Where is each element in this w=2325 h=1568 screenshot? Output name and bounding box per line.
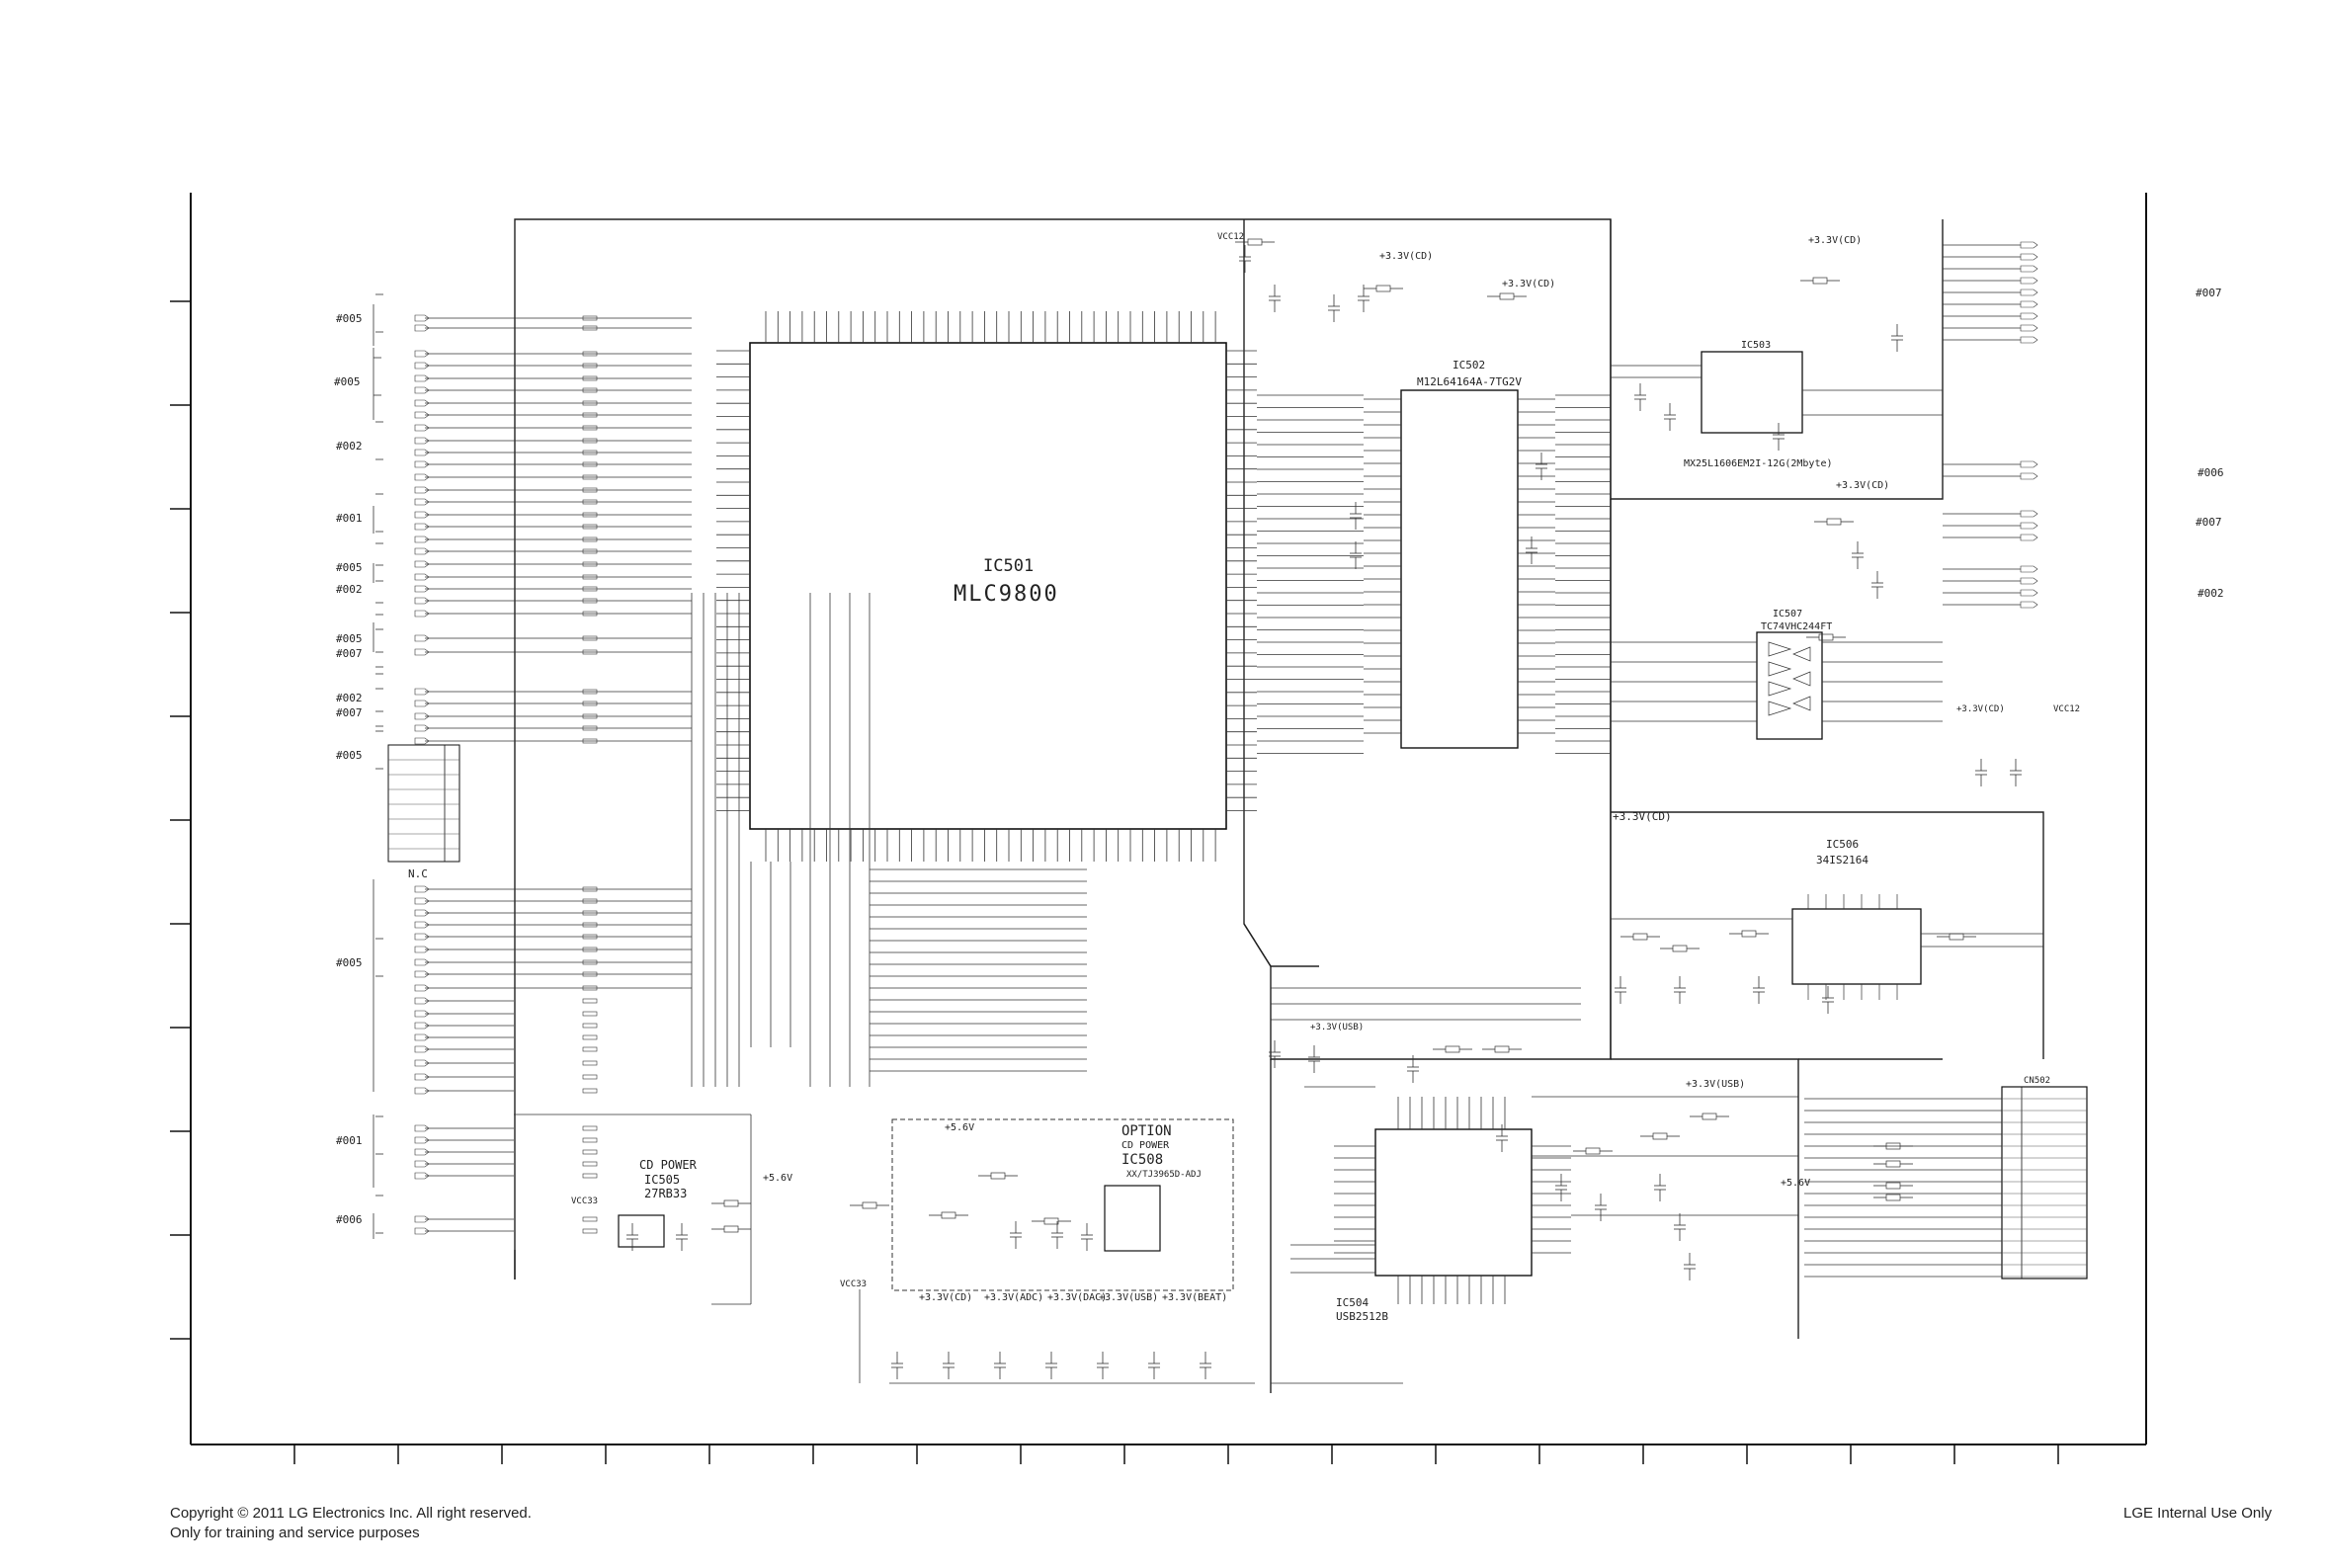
sheet-frame [170, 193, 2147, 1464]
connector-tag-right: #007 [2196, 287, 2222, 299]
ic508-option: OPTION [1121, 1123, 1172, 1139]
left-signal-wires [414, 314, 1087, 1235]
connector-tag-left: #007 [336, 706, 363, 719]
connector-tag-right: #007 [2196, 516, 2222, 529]
rail-33v-cd-6: +3.3V(CD) [1613, 810, 1672, 823]
internal-use-text: LGE Internal Use Only [2123, 1505, 2273, 1522]
ic501-pins [716, 311, 1257, 862]
rail-vcc12-1: VCC12 [1217, 232, 1244, 242]
ic505-title: CD POWER [639, 1158, 698, 1172]
rail-33v-cd-3: +3.3V(CD) [1808, 235, 1862, 246]
ic504-part: USB2512B [1336, 1310, 1388, 1323]
rail-33v-usb-2: +3.3V(USB) [1686, 1079, 1745, 1090]
rail-5v-2: +5.6V [763, 1173, 792, 1184]
ic507-ref: IC507 [1773, 609, 1802, 619]
connector-tag-left: #007 [336, 647, 363, 660]
rail-33v-usb-1: +3.3V(USB) [1310, 1023, 1364, 1032]
ic505-part: 27RB33 [644, 1187, 687, 1200]
rail-33v-dac: +3.3V(DAC) [1047, 1292, 1107, 1303]
connector-tag-left: #005 [336, 312, 363, 325]
connector-tag-left: #005 [336, 956, 363, 969]
ic502-part: M12L64164A-7TG2V [1417, 375, 1522, 388]
rail-vcc33-2: VCC33 [840, 1279, 867, 1289]
ic507-part: TC74VHC244FT [1761, 621, 1832, 632]
connector-tag-left: #001 [336, 1134, 363, 1147]
rail-5v-3: +5.6V [1781, 1178, 1810, 1189]
ic508-part: XX/TJ3965D-ADJ [1126, 1170, 1202, 1180]
ic507-chip: IC507 TC74VHC244FT [1756, 609, 1832, 740]
ic503-ref: IC503 [1741, 340, 1771, 351]
left-connector-tags: #005 #005 #002 #001 #005 #002 #005 #007 #002 #007… [334, 293, 383, 1239]
copyright-text: Copyright © 2011 LG Electronics Inc. All… [170, 1505, 532, 1522]
jtag-header: N.C [387, 744, 460, 880]
rail-33v-cd-1: +3.3V(CD) [1379, 251, 1433, 262]
rail-33v-adc: +3.3V(ADC) [984, 1292, 1043, 1303]
ic503-chip: IC503 MX25L1606EM2I-12G(2Mbyte) [1684, 340, 1833, 469]
ic505-ref: IC505 [644, 1173, 680, 1187]
ic506-part: 34IS2164 [1816, 854, 1868, 867]
connector-tag-left: #001 [336, 512, 363, 525]
connector-tag-left: #006 [336, 1213, 363, 1226]
connector-tag-right: #006 [2198, 466, 2224, 479]
ic504-chip: IC504 USB2512B [1336, 1128, 1533, 1323]
ic501-ref: IC501 [983, 556, 1034, 576]
ic502-ref: IC502 [1453, 359, 1485, 371]
ic508-title: CD POWER [1121, 1140, 1170, 1151]
footer-left: Copyright © 2011 LG Electronics Inc. All… [170, 1504, 532, 1543]
rail-vcc33-1: VCC33 [571, 1197, 598, 1206]
rail-33v-beat: +3.3V(BEAT) [1162, 1292, 1227, 1303]
connector-tag-left: #002 [336, 583, 363, 596]
rail-33v-cd-5: +3.3V(CD) [1956, 704, 2005, 714]
connector-tag-left: #002 [336, 692, 363, 704]
cn502-connector: CN502 [2001, 1076, 2088, 1279]
ic501-chip: IC501 MLC9800 [749, 342, 1227, 830]
cn502-rows [1804, 1098, 2087, 1278]
rail-33v-cd-2: +3.3V(CD) [1502, 279, 1555, 289]
ic503-part: MX25L1606EM2I-12G(2Mbyte) [1684, 458, 1833, 469]
ic502-chip: IC502 M12L64164A-7TG2V [1400, 359, 1522, 749]
connector-tag-left: #005 [336, 561, 363, 574]
ic506-ref: IC506 [1826, 838, 1859, 851]
ic501-part: MLC9800 [954, 582, 1059, 607]
connector-tag-left: #005 [336, 632, 363, 645]
rail-33v-usb-3: +3.3V(USB) [1099, 1292, 1158, 1303]
ic504-ref: IC504 [1336, 1296, 1369, 1309]
rail-33v-cd-4: +3.3V(CD) [1836, 480, 1889, 491]
block-outlines [514, 218, 2044, 1393]
ic506-chip: IC506 34IS2164 [1791, 838, 1922, 1000]
connector-tag-left: #005 [336, 749, 363, 762]
usage-text: Only for training and service purposes [170, 1525, 420, 1541]
power-rails: +3.3V(CD) +3.3V(CD) +3.3V(CD) +3.3V(CD) … [571, 232, 2080, 1303]
cn502-ref: CN502 [2024, 1076, 2050, 1086]
ic508-option-block: OPTION CD POWER IC508 XX/TJ3965D-ADJ [891, 1118, 1234, 1291]
connector-tag-right: #002 [2198, 587, 2224, 600]
connector-tag-left: #002 [336, 440, 363, 453]
right-connector-tags: #007 #006 #007 #002 [1943, 241, 2224, 609]
ic502-pins [1257, 394, 1611, 754]
rail-vcc12-2: VCC12 [2053, 704, 2080, 714]
ic505-chip: CD POWER IC505 27RB33 [618, 1158, 698, 1248]
passive-components [514, 238, 2043, 1384]
connector-tag-left: #005 [334, 375, 361, 388]
ic508-ref: IC508 [1121, 1152, 1163, 1168]
ic504-pins [1334, 1097, 1571, 1304]
nc-label: N.C [408, 867, 428, 880]
rail-33v-cd-7: +3.3V(CD) [919, 1292, 972, 1303]
rail-5v-1: +5.6V [945, 1122, 974, 1133]
